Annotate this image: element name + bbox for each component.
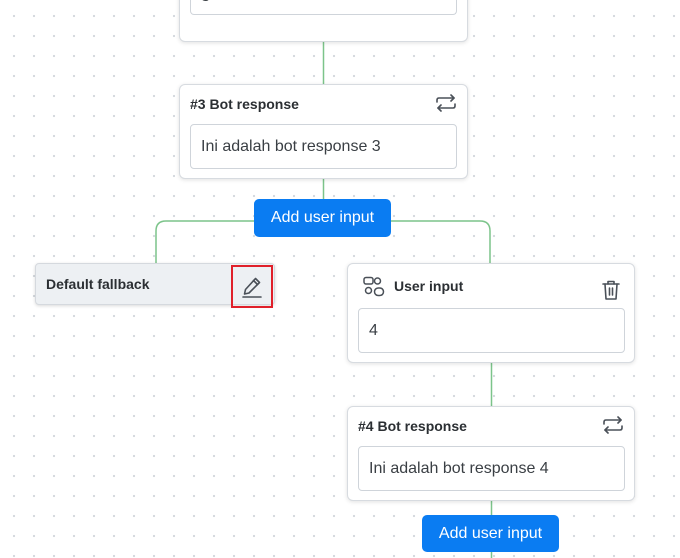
bot-response-3-value: Ini adalah bot response 3	[201, 137, 381, 155]
user-input-icon	[361, 274, 387, 300]
bot-response-3-title: #3 Bot response	[190, 96, 299, 112]
default-fallback-node[interactable]: Default fallback	[35, 263, 275, 305]
bot-response-4-value: Ini adalah bot response 4	[369, 459, 549, 477]
default-fallback-title: Default fallback	[46, 276, 150, 292]
user-input-value: 4	[369, 321, 378, 339]
repeat-icon[interactable]	[601, 414, 625, 436]
user-input-title: User input	[394, 278, 464, 294]
user-input-card[interactable]: User input 4	[347, 263, 635, 363]
bot-response-3-card[interactable]: #3 Bot response Ini adalah bot response …	[179, 84, 468, 179]
add-user-input-button-2[interactable]: Add user input	[422, 515, 559, 552]
bot-response-3-field[interactable]: Ini adalah bot response 3	[190, 124, 457, 169]
user-input-card-top: 3	[179, 0, 468, 42]
pencil-edit-icon	[240, 275, 264, 299]
top-input-field[interactable]: 3	[190, 0, 457, 15]
bot-response-4-card[interactable]: #4 Bot response Ini adalah bot response …	[347, 406, 635, 501]
user-input-field[interactable]: 4	[358, 308, 625, 353]
add-user-input-button[interactable]: Add user input	[254, 199, 391, 237]
bot-response-4-title: #4 Bot response	[358, 418, 467, 434]
repeat-icon[interactable]	[434, 92, 458, 114]
edit-fallback-button[interactable]	[231, 265, 273, 308]
top-input-value: 3	[201, 0, 210, 6]
connector-branch-right	[391, 220, 491, 264]
bot-response-4-field[interactable]: Ini adalah bot response 4	[358, 446, 625, 491]
connector-branch-left	[155, 220, 255, 263]
trash-icon[interactable]	[599, 278, 623, 302]
